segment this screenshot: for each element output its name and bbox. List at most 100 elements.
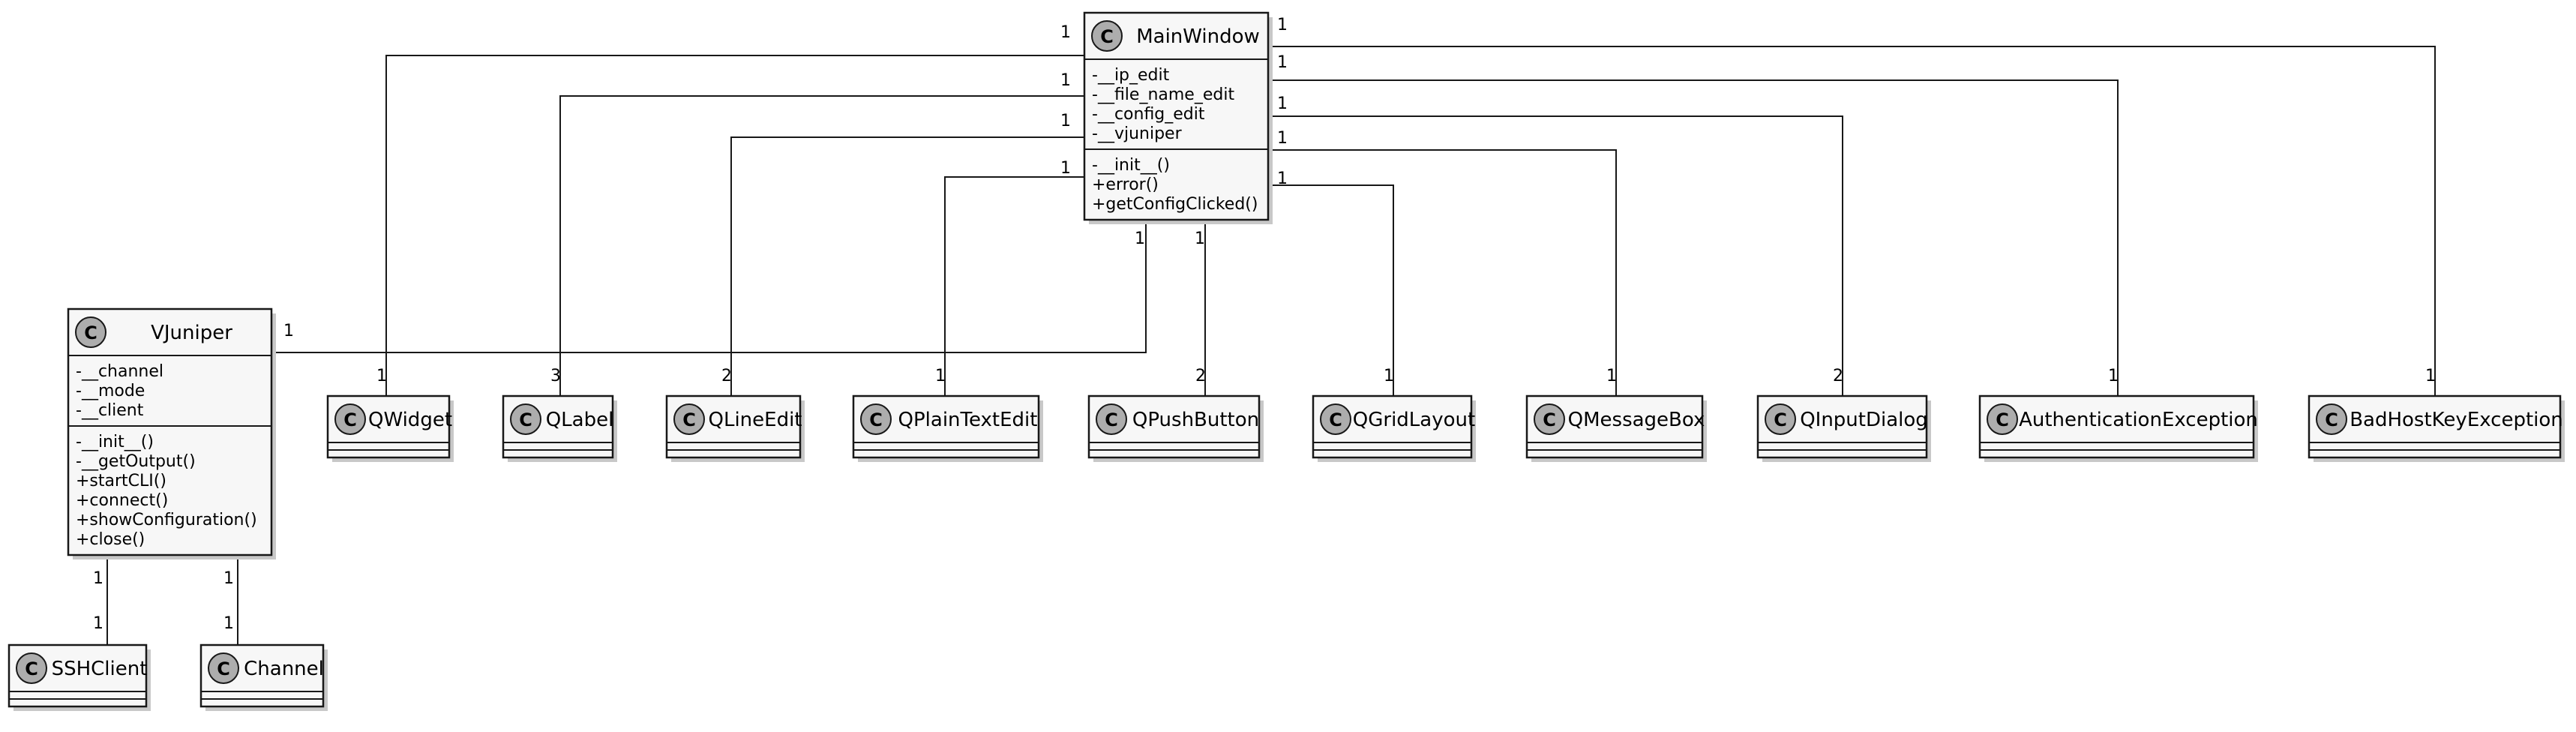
- class-name: QPushButton: [1132, 409, 1259, 431]
- association-line: [1268, 184, 1394, 396]
- class-stereotype-icon: [860, 404, 892, 435]
- association-vjuniper-sshclient: 11: [93, 560, 108, 645]
- class-stereotype-letter: C: [1996, 410, 2009, 430]
- class-qmessagebox: C QMessageBox: [1525, 394, 1707, 462]
- class-stereotype-icon: [334, 404, 366, 435]
- multiplicity-source: 1: [1135, 230, 1145, 248]
- multiplicity-source: 1: [1277, 16, 1288, 34]
- class-qlabel: C QLabel: [502, 394, 617, 462]
- class-stereotype-icon: [1091, 20, 1123, 52]
- class-stereotype-letter: C: [1543, 410, 1556, 430]
- multiplicity-target: 1: [2108, 367, 2119, 386]
- multiplicity-source: 1: [1195, 230, 1205, 248]
- class-method: +connect(): [76, 491, 168, 510]
- class-attribute: -__ip_edit: [1092, 66, 1170, 85]
- multiplicity-target: 1: [376, 367, 387, 386]
- class-stereotype-letter: C: [1329, 410, 1342, 430]
- class-name: AuthenticationException: [2019, 409, 2258, 431]
- class-name: Channel: [244, 658, 324, 680]
- multiplicity-target: 2: [1833, 367, 1843, 386]
- class-stereotype-letter: C: [1105, 410, 1118, 430]
- class-qlineedit: C QLineEdit: [665, 394, 805, 462]
- multiplicity-source: 1: [1060, 112, 1071, 130]
- class-stereotype-icon: [1765, 404, 1796, 435]
- class-name: QLabel: [546, 409, 614, 431]
- class-stereotype-letter: C: [519, 410, 532, 430]
- multiplicity-target: 1: [283, 322, 294, 340]
- class-name: SSHClient: [52, 658, 148, 680]
- multiplicity-source: 1: [1277, 129, 1288, 148]
- association-mainwindow-authenticationexception: 11: [1268, 53, 2119, 396]
- association-line: [1268, 116, 1843, 396]
- class-qplaintextedit: C QPlainTextEdit: [852, 394, 1043, 462]
- class-name: BadHostKeyException: [2350, 409, 2563, 431]
- class-stereotype-icon: [1534, 404, 1565, 435]
- class-name: QGridLayout: [1353, 409, 1475, 431]
- class-method: -__init__(): [1092, 156, 1170, 175]
- association-mainwindow-vjuniper: 11: [271, 219, 1147, 353]
- class-stereotype-letter: C: [217, 658, 230, 680]
- class-stereotype-letter: C: [682, 410, 696, 430]
- class-name: QLineEdit: [709, 409, 802, 431]
- association-line: [1268, 46, 2436, 396]
- class-method: +error(): [1092, 176, 1159, 194]
- class-method: +getConfigClicked(): [1092, 195, 1258, 214]
- multiplicity-source: 1: [223, 569, 234, 588]
- class-attribute: -__client: [76, 401, 144, 420]
- association-mainwindow-badhostkeyexception: 11: [1268, 16, 2436, 396]
- multiplicity-target: 1: [935, 367, 946, 386]
- association-line: [271, 219, 1147, 353]
- multiplicity-source: 1: [1277, 94, 1288, 113]
- multiplicity-target: 3: [550, 367, 561, 386]
- class-method: +close(): [76, 530, 145, 549]
- class-method: -__getOutput(): [76, 452, 196, 471]
- multiplicity-target: 2: [1195, 367, 1206, 386]
- multiplicity-source: 1: [1060, 159, 1071, 178]
- multiplicity-source: 1: [93, 569, 103, 588]
- class-qgridlayout: C QGridLayout: [1312, 394, 1476, 462]
- multiplicity-source: 1: [1060, 23, 1071, 42]
- multiplicity-target: 1: [2425, 367, 2436, 386]
- association-line: [559, 95, 1084, 396]
- class-stereotype-letter: C: [2325, 410, 2338, 430]
- class-qpushbutton: C QPushButton: [1087, 394, 1264, 462]
- association-mainwindow-qplaintextedit: 11: [935, 159, 1084, 396]
- class-attribute: -__file_name_edit: [1092, 86, 1234, 104]
- class-name: QPlainTextEdit: [898, 409, 1038, 431]
- association-mainwindow-qinputdialog: 12: [1268, 94, 1843, 396]
- class-stereotype-letter: C: [869, 410, 883, 430]
- class-method: -__init__(): [76, 433, 154, 452]
- association-mainwindow-qlineedit: 12: [721, 112, 1084, 396]
- class-name: VJuniper: [151, 322, 232, 344]
- class-stereotype-letter: C: [25, 658, 38, 680]
- association-mainwindow-qgridlayout: 11: [1268, 170, 1394, 396]
- class-stereotype-letter: C: [1774, 410, 1787, 430]
- multiplicity-target: 2: [721, 367, 732, 386]
- class-stereotype-icon: [1987, 404, 2018, 435]
- multiplicity-target: 1: [1606, 367, 1617, 386]
- association-mainwindow-qwidget: 11: [376, 23, 1084, 396]
- class-stereotype-icon: [75, 316, 106, 348]
- class-badhostkeyexception: C BadHostKeyException: [2308, 394, 2565, 462]
- class-method: +startCLI(): [76, 472, 166, 490]
- association-line: [1268, 149, 1617, 396]
- association-vjuniper-channel: 11: [223, 560, 238, 645]
- multiplicity-target: 1: [1384, 367, 1394, 386]
- class-stereotype-letter: C: [84, 322, 97, 344]
- class-stereotype-icon: [2316, 404, 2347, 435]
- multiplicity-source: 1: [1277, 53, 1288, 72]
- association-mainwindow-qpushbutton: 12: [1195, 219, 1206, 396]
- class-box: [2308, 394, 2562, 459]
- class-name: QMessageBox: [1568, 409, 1705, 431]
- class-box: [1978, 394, 2255, 459]
- class-box: [67, 308, 273, 556]
- class-attribute: -__mode: [76, 382, 145, 400]
- class-name: QWidget: [368, 409, 452, 431]
- association-line: [944, 176, 1084, 396]
- class-stereotype-icon: [208, 652, 239, 684]
